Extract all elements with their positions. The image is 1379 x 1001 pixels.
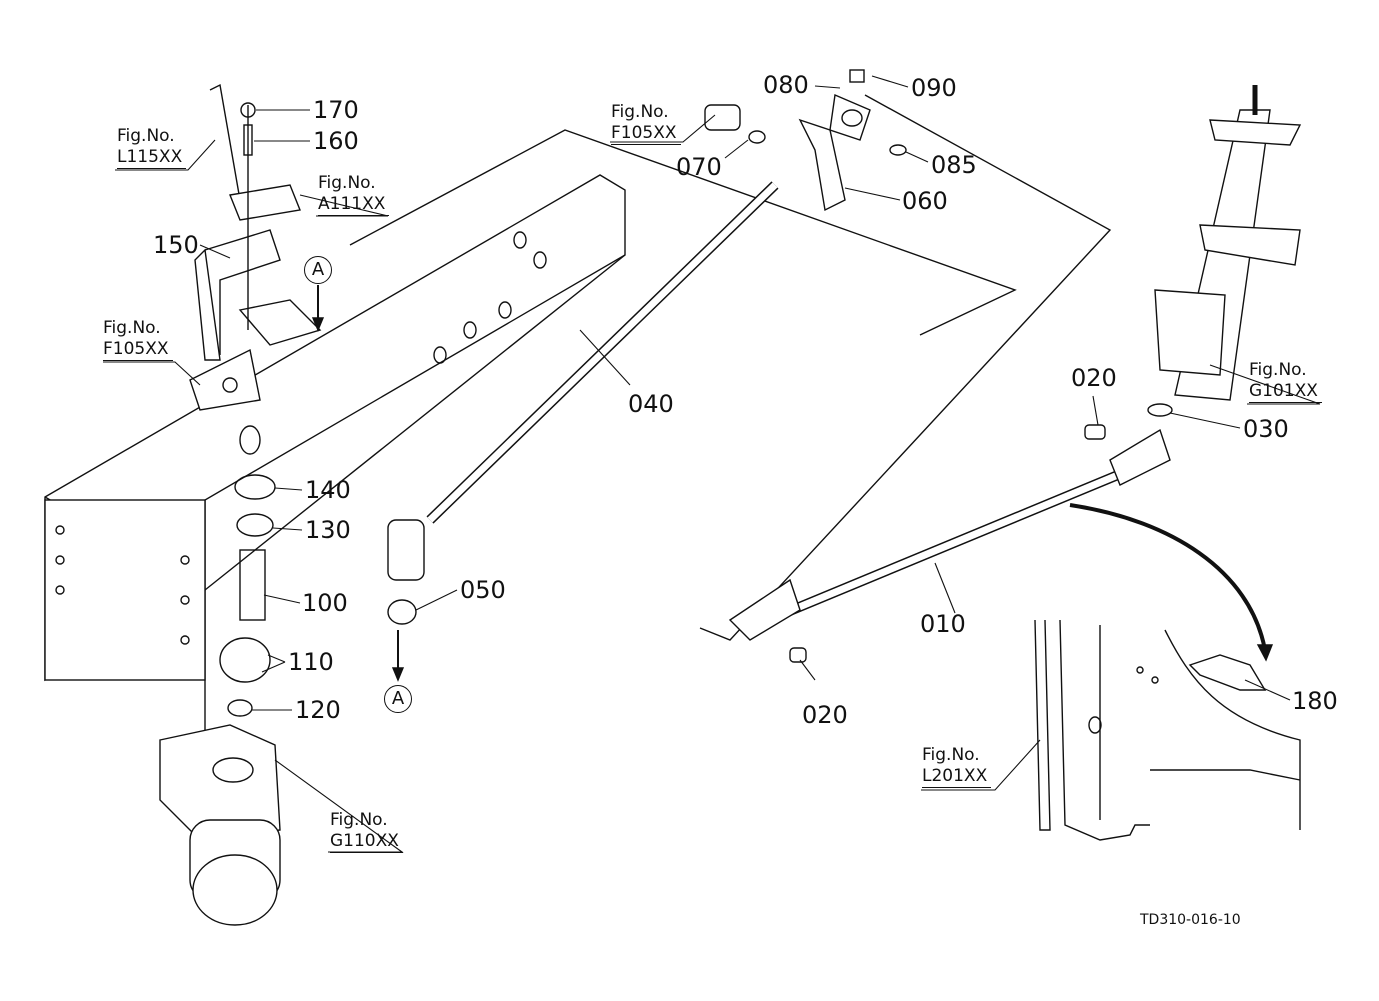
steering-column	[1154, 85, 1302, 401]
figure-ref-l115xx[interactable]: Fig.No. L115XX	[117, 126, 187, 169]
part-label-150: 150	[153, 231, 199, 259]
part-label-090: 090	[911, 74, 957, 102]
part-label-140: 140	[305, 476, 351, 504]
frame-assembly	[44, 174, 626, 900]
connector-mark-a-top: A	[304, 256, 332, 284]
bracket-assembly	[194, 83, 322, 361]
part-label-040: 040	[628, 390, 674, 418]
part-label-100: 100	[302, 589, 348, 617]
figure-ref-prefix: Fig.No.	[103, 318, 161, 338]
part-label-160: 160	[313, 127, 359, 155]
part-label-010: 010	[920, 610, 966, 638]
part-label-085: 085	[931, 151, 977, 179]
subview-box-middle	[349, 129, 1017, 336]
part-label-120: 120	[295, 696, 341, 724]
part-label-020-upper: 020	[1071, 364, 1117, 392]
figure-ref-code: L115XX	[117, 147, 187, 169]
figure-ref-g110xx[interactable]: Fig.No. G110XX	[330, 810, 403, 853]
figure-ref-l201xx[interactable]: Fig.No. L201XX	[922, 745, 992, 788]
part-label-060: 060	[902, 187, 948, 215]
figure-ref-f105xx-left[interactable]: Fig.No. F105XX	[103, 318, 173, 361]
figure-ref-f105xx-top[interactable]: Fig.No. F105XX	[611, 102, 681, 145]
shaft-010	[728, 403, 1173, 663]
figure-ref-code: L201XX	[922, 766, 992, 788]
figure-ref-a111xx[interactable]: Fig.No. A111XX	[318, 173, 390, 216]
part-label-070: 070	[676, 153, 722, 181]
part-label-180: 180	[1292, 687, 1338, 715]
drawing-code: TD310-016-10	[1140, 912, 1241, 928]
leader-lines	[199, 75, 1291, 711]
connector-mark-a-bottom: A	[384, 685, 412, 713]
part-label-020-lower: 020	[802, 701, 848, 729]
cab-frame-detail	[1034, 619, 1301, 841]
figure-ref-prefix: Fig.No.	[1249, 360, 1307, 380]
part-label-170: 170	[313, 96, 359, 124]
figure-ref-g101xx[interactable]: Fig.No. G101XX	[1249, 360, 1322, 403]
figure-ref-code: F105XX	[103, 339, 173, 361]
bracket-060	[704, 69, 907, 212]
shaft-040	[387, 181, 779, 682]
figure-ref-prefix: Fig.No.	[922, 745, 980, 765]
figure-ref-code: G110XX	[330, 831, 403, 853]
figure-ref-code: G101XX	[1249, 381, 1322, 403]
detail-arrow	[1069, 503, 1267, 651]
part-label-110: 110	[288, 648, 334, 676]
part-label-030: 030	[1243, 415, 1289, 443]
part-label-130: 130	[305, 516, 351, 544]
subview-box-right	[699, 94, 1112, 641]
figure-ref-prefix: Fig.No.	[611, 102, 669, 122]
steering-shaft-stack	[159, 474, 281, 926]
figure-ref-prefix: Fig.No.	[318, 173, 376, 193]
figure-ref-leaders	[103, 114, 1321, 853]
figure-ref-prefix: Fig.No.	[330, 810, 388, 830]
figure-ref-code: F105XX	[611, 123, 681, 145]
part-label-050: 050	[460, 576, 506, 604]
figure-ref-prefix: Fig.No.	[117, 126, 175, 146]
figure-ref-code: A111XX	[318, 194, 390, 216]
part-label-080: 080	[763, 71, 809, 99]
